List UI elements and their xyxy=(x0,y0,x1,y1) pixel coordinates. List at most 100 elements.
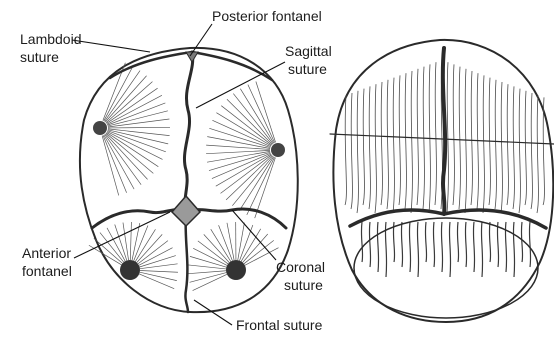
leader-posterior-fontanel xyxy=(190,24,212,56)
label-coronal-line1: Coronal xyxy=(276,259,325,275)
striation-line xyxy=(433,222,434,267)
striation-line xyxy=(375,84,376,213)
striation-line xyxy=(256,81,276,142)
lower-rim-right xyxy=(354,218,538,318)
label-anterior-fontanel: Anterior fontanel xyxy=(22,245,75,279)
striation-line xyxy=(387,80,388,209)
striation-line xyxy=(140,256,176,267)
striation-line xyxy=(409,222,410,272)
striation-line xyxy=(219,225,233,260)
label-anterior-line2: fontanel xyxy=(22,263,72,279)
striation-line xyxy=(481,222,482,277)
striation-line xyxy=(240,225,253,261)
parietal-eminence-left xyxy=(93,121,107,135)
striation-line xyxy=(537,95,538,213)
striation-line xyxy=(507,84,508,205)
label-lambdoid-suture: Lambdoid suture xyxy=(20,31,85,65)
striation-line xyxy=(232,156,273,206)
striation-line xyxy=(381,82,382,205)
striation-line xyxy=(521,222,522,262)
striation-line xyxy=(447,62,448,213)
striation-line xyxy=(255,158,276,219)
skull-rear-view xyxy=(330,40,554,322)
striation-line xyxy=(405,73,406,209)
leader-coronal-suture xyxy=(232,210,276,260)
striation-line xyxy=(435,62,436,205)
striation-line xyxy=(401,222,402,267)
parietal-eminence-right xyxy=(271,143,285,157)
anterior-fontanel-shape xyxy=(172,196,200,226)
striation-line xyxy=(233,94,273,144)
striation-line xyxy=(453,64,454,205)
striation-line xyxy=(193,248,227,265)
striation-line xyxy=(140,264,178,269)
striation-line xyxy=(525,91,526,205)
striation-line xyxy=(459,67,460,209)
leader-sagittal-suture xyxy=(196,62,285,108)
striation-line xyxy=(221,106,271,145)
striation-line xyxy=(108,127,170,128)
striation-line xyxy=(363,89,364,205)
striation-line xyxy=(106,133,153,173)
frontal-suture-line xyxy=(185,212,188,312)
label-lambdoid-line2: suture xyxy=(20,49,59,65)
striation-line xyxy=(425,222,426,262)
striation-line xyxy=(531,93,532,209)
striation-line xyxy=(105,134,141,184)
striation-line xyxy=(209,128,270,147)
striation-line xyxy=(417,222,418,277)
striation-line xyxy=(140,270,178,272)
striation-line xyxy=(497,222,498,267)
striation-line xyxy=(227,223,234,260)
striation-line xyxy=(361,222,362,262)
striation-line xyxy=(377,222,378,272)
striation-line xyxy=(449,222,450,277)
striation-line xyxy=(495,80,496,209)
frontal-eminence-right xyxy=(226,260,246,280)
striation-line xyxy=(107,88,158,123)
sagittal-suture-line xyxy=(184,52,192,212)
striation-line xyxy=(357,91,358,213)
striation-line xyxy=(513,222,514,277)
striation-line xyxy=(529,222,530,267)
striation-line xyxy=(513,86,514,209)
striation-line xyxy=(411,71,412,213)
striation-line xyxy=(221,155,272,194)
striation-line xyxy=(393,78,394,213)
striation-line xyxy=(227,99,272,144)
striation-line xyxy=(417,69,418,205)
striation-line xyxy=(102,136,119,196)
striation-line xyxy=(471,71,472,205)
midline-suture-right xyxy=(443,48,445,214)
striation-line xyxy=(483,75,484,213)
striation-line xyxy=(123,223,129,261)
striation-line xyxy=(351,93,352,209)
label-sagittal-line2: suture xyxy=(288,61,327,77)
label-anterior-line1: Anterior xyxy=(22,245,71,261)
striation-line xyxy=(130,222,131,260)
striation-line xyxy=(441,222,442,272)
striation-line xyxy=(209,152,270,170)
striation-line xyxy=(369,86,370,209)
striation-line xyxy=(207,137,270,149)
striation-line xyxy=(188,271,226,274)
label-sagittal-line1: Sagittal xyxy=(285,43,332,59)
striation-line xyxy=(519,89,520,213)
striation-line xyxy=(473,222,474,272)
striation-line xyxy=(489,222,490,262)
label-posterior-fontanel: Posterior fontanel xyxy=(212,8,322,24)
striation-line xyxy=(465,222,466,267)
striation-line xyxy=(108,119,169,127)
striation-line xyxy=(399,75,400,205)
striation-line xyxy=(501,82,502,213)
label-sagittal-suture: Sagittal suture xyxy=(285,43,336,77)
label-coronal-suture: Coronal suture xyxy=(276,259,329,293)
striation-line xyxy=(457,222,458,262)
label-lambdoid-line1: Lambdoid xyxy=(20,31,82,47)
striation-line xyxy=(107,132,159,166)
bone-striations-left xyxy=(89,63,279,291)
striation-line xyxy=(345,95,346,205)
striation-line xyxy=(206,145,270,149)
striation-line xyxy=(465,69,466,213)
